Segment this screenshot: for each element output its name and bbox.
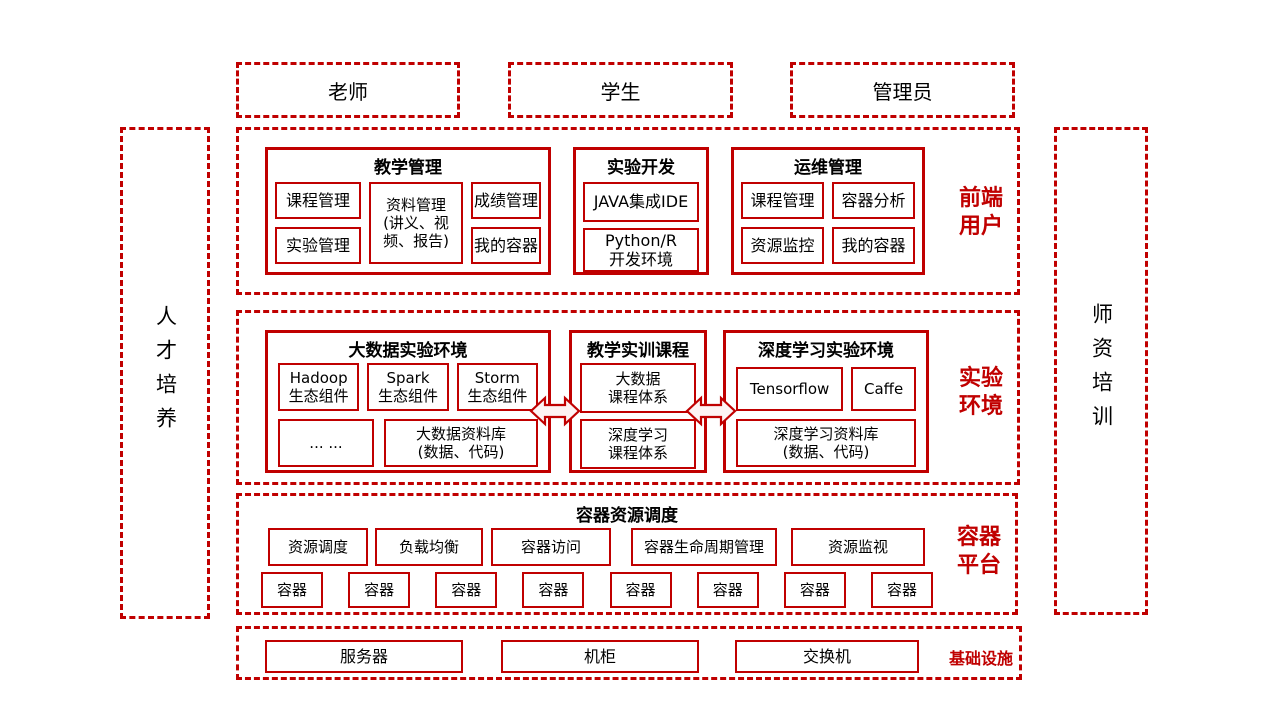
box-container-7: 容器 bbox=[783, 572, 846, 608]
bigdata-row-1: Hadoop 生态组件 Spark 生态组件 Storm 生态组件 bbox=[278, 363, 538, 411]
panel-teacher-training: 师资培训 bbox=[1054, 127, 1148, 615]
ops-col-1: 课程管理 资源监控 bbox=[741, 182, 824, 264]
box-servers: 服务器 bbox=[265, 640, 463, 673]
box-material-management: 资料管理 (讲义、视频、报告) bbox=[369, 182, 463, 264]
box-hadoop: Hadoop 生态组件 bbox=[278, 363, 360, 411]
box-cabinet: 机柜 bbox=[501, 640, 699, 673]
box-load-balancing: 负载均衡 bbox=[375, 528, 483, 566]
box-java-ide: JAVA集成IDE bbox=[583, 182, 699, 222]
container-platform-label: 容器平台 bbox=[956, 525, 1001, 578]
ops-management-title: 运维管理 bbox=[794, 158, 862, 178]
box-tensorflow: Tensorflow bbox=[736, 367, 844, 411]
teaching-management-grid: 课程管理 实验管理 资料管理 (讲义、视频、报告) 成绩管理 我的容器 bbox=[275, 182, 541, 264]
box-more-components: ... ... bbox=[278, 419, 374, 467]
container-row: 容器 容器 容器 容器 容器 容器 容器 容器 bbox=[261, 572, 933, 608]
experiment-dev-title: 实验开发 bbox=[607, 158, 675, 178]
group-experiment-dev: 实验开发 JAVA集成IDE Python/R 开发环境 bbox=[573, 147, 709, 275]
double-arrow-icon bbox=[685, 395, 737, 427]
box-container-5: 容器 bbox=[609, 572, 672, 608]
double-arrow-icon bbox=[529, 395, 581, 427]
layer-experiment-environment: 大数据实验环境 Hadoop 生态组件 Spark 生态组件 Storm 生态组… bbox=[236, 310, 1020, 485]
actor-student: 学生 bbox=[508, 62, 733, 118]
teaching-col-3: 成绩管理 我的容器 bbox=[471, 182, 541, 264]
box-spark: Spark 生态组件 bbox=[367, 363, 449, 411]
group-ops-management: 运维管理 课程管理 资源监控 容器分析 我的容器 bbox=[731, 147, 925, 275]
teaching-col-1: 课程管理 实验管理 bbox=[275, 182, 361, 264]
infrastructure-label: 基础设施 bbox=[948, 649, 1013, 668]
actor-teacher: 老师 bbox=[236, 62, 460, 118]
group-bigdata-env: 大数据实验环境 Hadoop 生态组件 Spark 生态组件 Storm 生态组… bbox=[265, 330, 551, 473]
box-dl-repo: 深度学习资料库 (数据、代码) bbox=[736, 419, 916, 467]
training-courses-title: 教学实训课程 bbox=[587, 341, 689, 361]
box-container-6: 容器 bbox=[696, 572, 759, 608]
actor-teacher-label: 老师 bbox=[328, 79, 368, 104]
box-switch: 交换机 bbox=[735, 640, 919, 673]
group-teaching-management: 教学管理 课程管理 实验管理 资料管理 (讲义、视频、报告) 成绩管理 我的容器 bbox=[265, 147, 551, 275]
box-bigdata-course: 大数据 课程体系 bbox=[580, 363, 696, 413]
ops-col-2: 容器分析 我的容器 bbox=[832, 182, 915, 264]
container-scheduling-title: 容器资源调度 bbox=[576, 506, 678, 526]
layer-infrastructure: 服务器 机柜 交换机 基础设施 bbox=[236, 626, 1022, 680]
bigdata-row-2: ... ... 大数据资料库 (数据、代码) bbox=[278, 419, 538, 467]
bigdata-env-title: 大数据实验环境 bbox=[348, 341, 468, 361]
teaching-management-title: 教学管理 bbox=[374, 158, 442, 178]
box-ops-course-management: 课程管理 bbox=[741, 182, 824, 219]
frontend-users-label: 前端用户 bbox=[958, 186, 1003, 239]
box-experiment-management: 实验管理 bbox=[275, 227, 361, 264]
box-python-env: Python/R 开发环境 bbox=[583, 228, 699, 272]
panel-talent-cultivation: 人才培养 bbox=[120, 127, 210, 619]
box-bigdata-repo: 大数据资料库 (数据、代码) bbox=[384, 419, 538, 467]
teaching-col-2: 资料管理 (讲义、视频、报告) bbox=[369, 182, 463, 264]
actor-admin: 管理员 bbox=[790, 62, 1015, 118]
talent-cultivation-label: 人才培养 bbox=[153, 305, 178, 441]
box-resource-scheduling: 资源调度 bbox=[268, 528, 368, 566]
group-training-courses: 教学实训课程 大数据 课程体系 深度学习 课程体系 bbox=[569, 330, 707, 473]
box-container-8: 容器 bbox=[870, 572, 933, 608]
box-grade-management: 成绩管理 bbox=[471, 182, 541, 219]
box-resource-monitor: 资源监控 bbox=[741, 227, 824, 264]
layer-frontend-users: 教学管理 课程管理 实验管理 资料管理 (讲义、视频、报告) 成绩管理 我的容器… bbox=[236, 127, 1020, 295]
box-resource-watch: 资源监视 bbox=[791, 528, 925, 566]
box-container-4: 容器 bbox=[522, 572, 585, 608]
ops-grid: 课程管理 资源监控 容器分析 我的容器 bbox=[741, 182, 915, 264]
group-deeplearning-env: 深度学习实验环境 Tensorflow Caffe 深度学习资料库 (数据、代码… bbox=[723, 330, 929, 473]
box-my-container: 我的容器 bbox=[471, 227, 541, 264]
box-ops-my-container: 我的容器 bbox=[832, 227, 915, 264]
box-course-management: 课程管理 bbox=[275, 182, 361, 219]
box-container-3: 容器 bbox=[435, 572, 498, 608]
layer-container-platform: 容器资源调度 资源调度 负载均衡 容器访问 容器生命周期管理 资源监视 容器 容… bbox=[236, 493, 1018, 615]
actor-student-label: 学生 bbox=[600, 79, 641, 104]
box-container-2: 容器 bbox=[348, 572, 411, 608]
box-dl-course: 深度学习 课程体系 bbox=[580, 419, 696, 469]
box-container-analysis: 容器分析 bbox=[832, 182, 915, 219]
box-storm: Storm 生态组件 bbox=[456, 363, 538, 411]
box-container-access: 容器访问 bbox=[491, 528, 611, 566]
experiment-environment-label: 实验环境 bbox=[958, 366, 1003, 419]
box-caffe: Caffe bbox=[851, 367, 916, 411]
actor-admin-label: 管理员 bbox=[872, 79, 933, 104]
teacher-training-label: 师资培训 bbox=[1089, 303, 1114, 439]
deeplearning-env-title: 深度学习实验环境 bbox=[758, 341, 894, 361]
box-container-1: 容器 bbox=[261, 572, 323, 608]
box-container-lifecycle: 容器生命周期管理 bbox=[631, 528, 777, 566]
deeplearning-row-1: Tensorflow Caffe bbox=[736, 367, 916, 411]
